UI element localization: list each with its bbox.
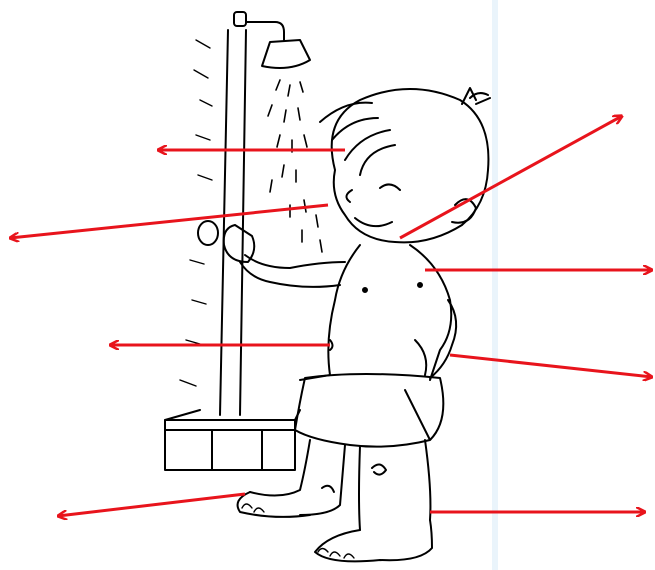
- wall-pipe-right: [239, 29, 247, 416]
- child-mouth: [354, 217, 393, 228]
- faucet-knob: [197, 220, 219, 246]
- shower-head: [261, 39, 311, 69]
- child-knee-swirl: [371, 463, 387, 476]
- child-belly-button: [329, 339, 334, 351]
- annotation-arrows: [10, 116, 652, 516]
- water-drops: [267, 79, 323, 253]
- arrow-hand-on-hip: [449, 353, 652, 377]
- child-head: [330, 88, 490, 244]
- child-torso: [299, 244, 453, 381]
- shower-arm: [245, 21, 285, 41]
- arrow-cheek: [10, 203, 329, 238]
- child-foot-right: [314, 519, 433, 563]
- child-eye: [379, 183, 401, 191]
- tiled-step: [164, 419, 296, 471]
- child-towel: [294, 373, 445, 448]
- wall-pipe-left: [219, 29, 229, 416]
- child-nose: [345, 189, 353, 203]
- pipe-cap: [233, 11, 247, 27]
- toes: [241, 503, 355, 559]
- wall-hatches: [179, 39, 213, 387]
- arrow-foot: [58, 492, 246, 516]
- backdrop-strip: [492, 0, 498, 570]
- child-arm-right: [414, 299, 458, 379]
- child-ear: [451, 198, 477, 224]
- child-leg-left: [249, 439, 346, 516]
- child-hair: [319, 87, 491, 176]
- shower-illustration: [164, 11, 491, 563]
- arrow-mouth: [399, 116, 622, 240]
- child-hand-left: [222, 224, 256, 263]
- child-foot-left: [236, 491, 311, 518]
- child-arm-left: [239, 254, 346, 288]
- child-leg-right: [358, 439, 432, 531]
